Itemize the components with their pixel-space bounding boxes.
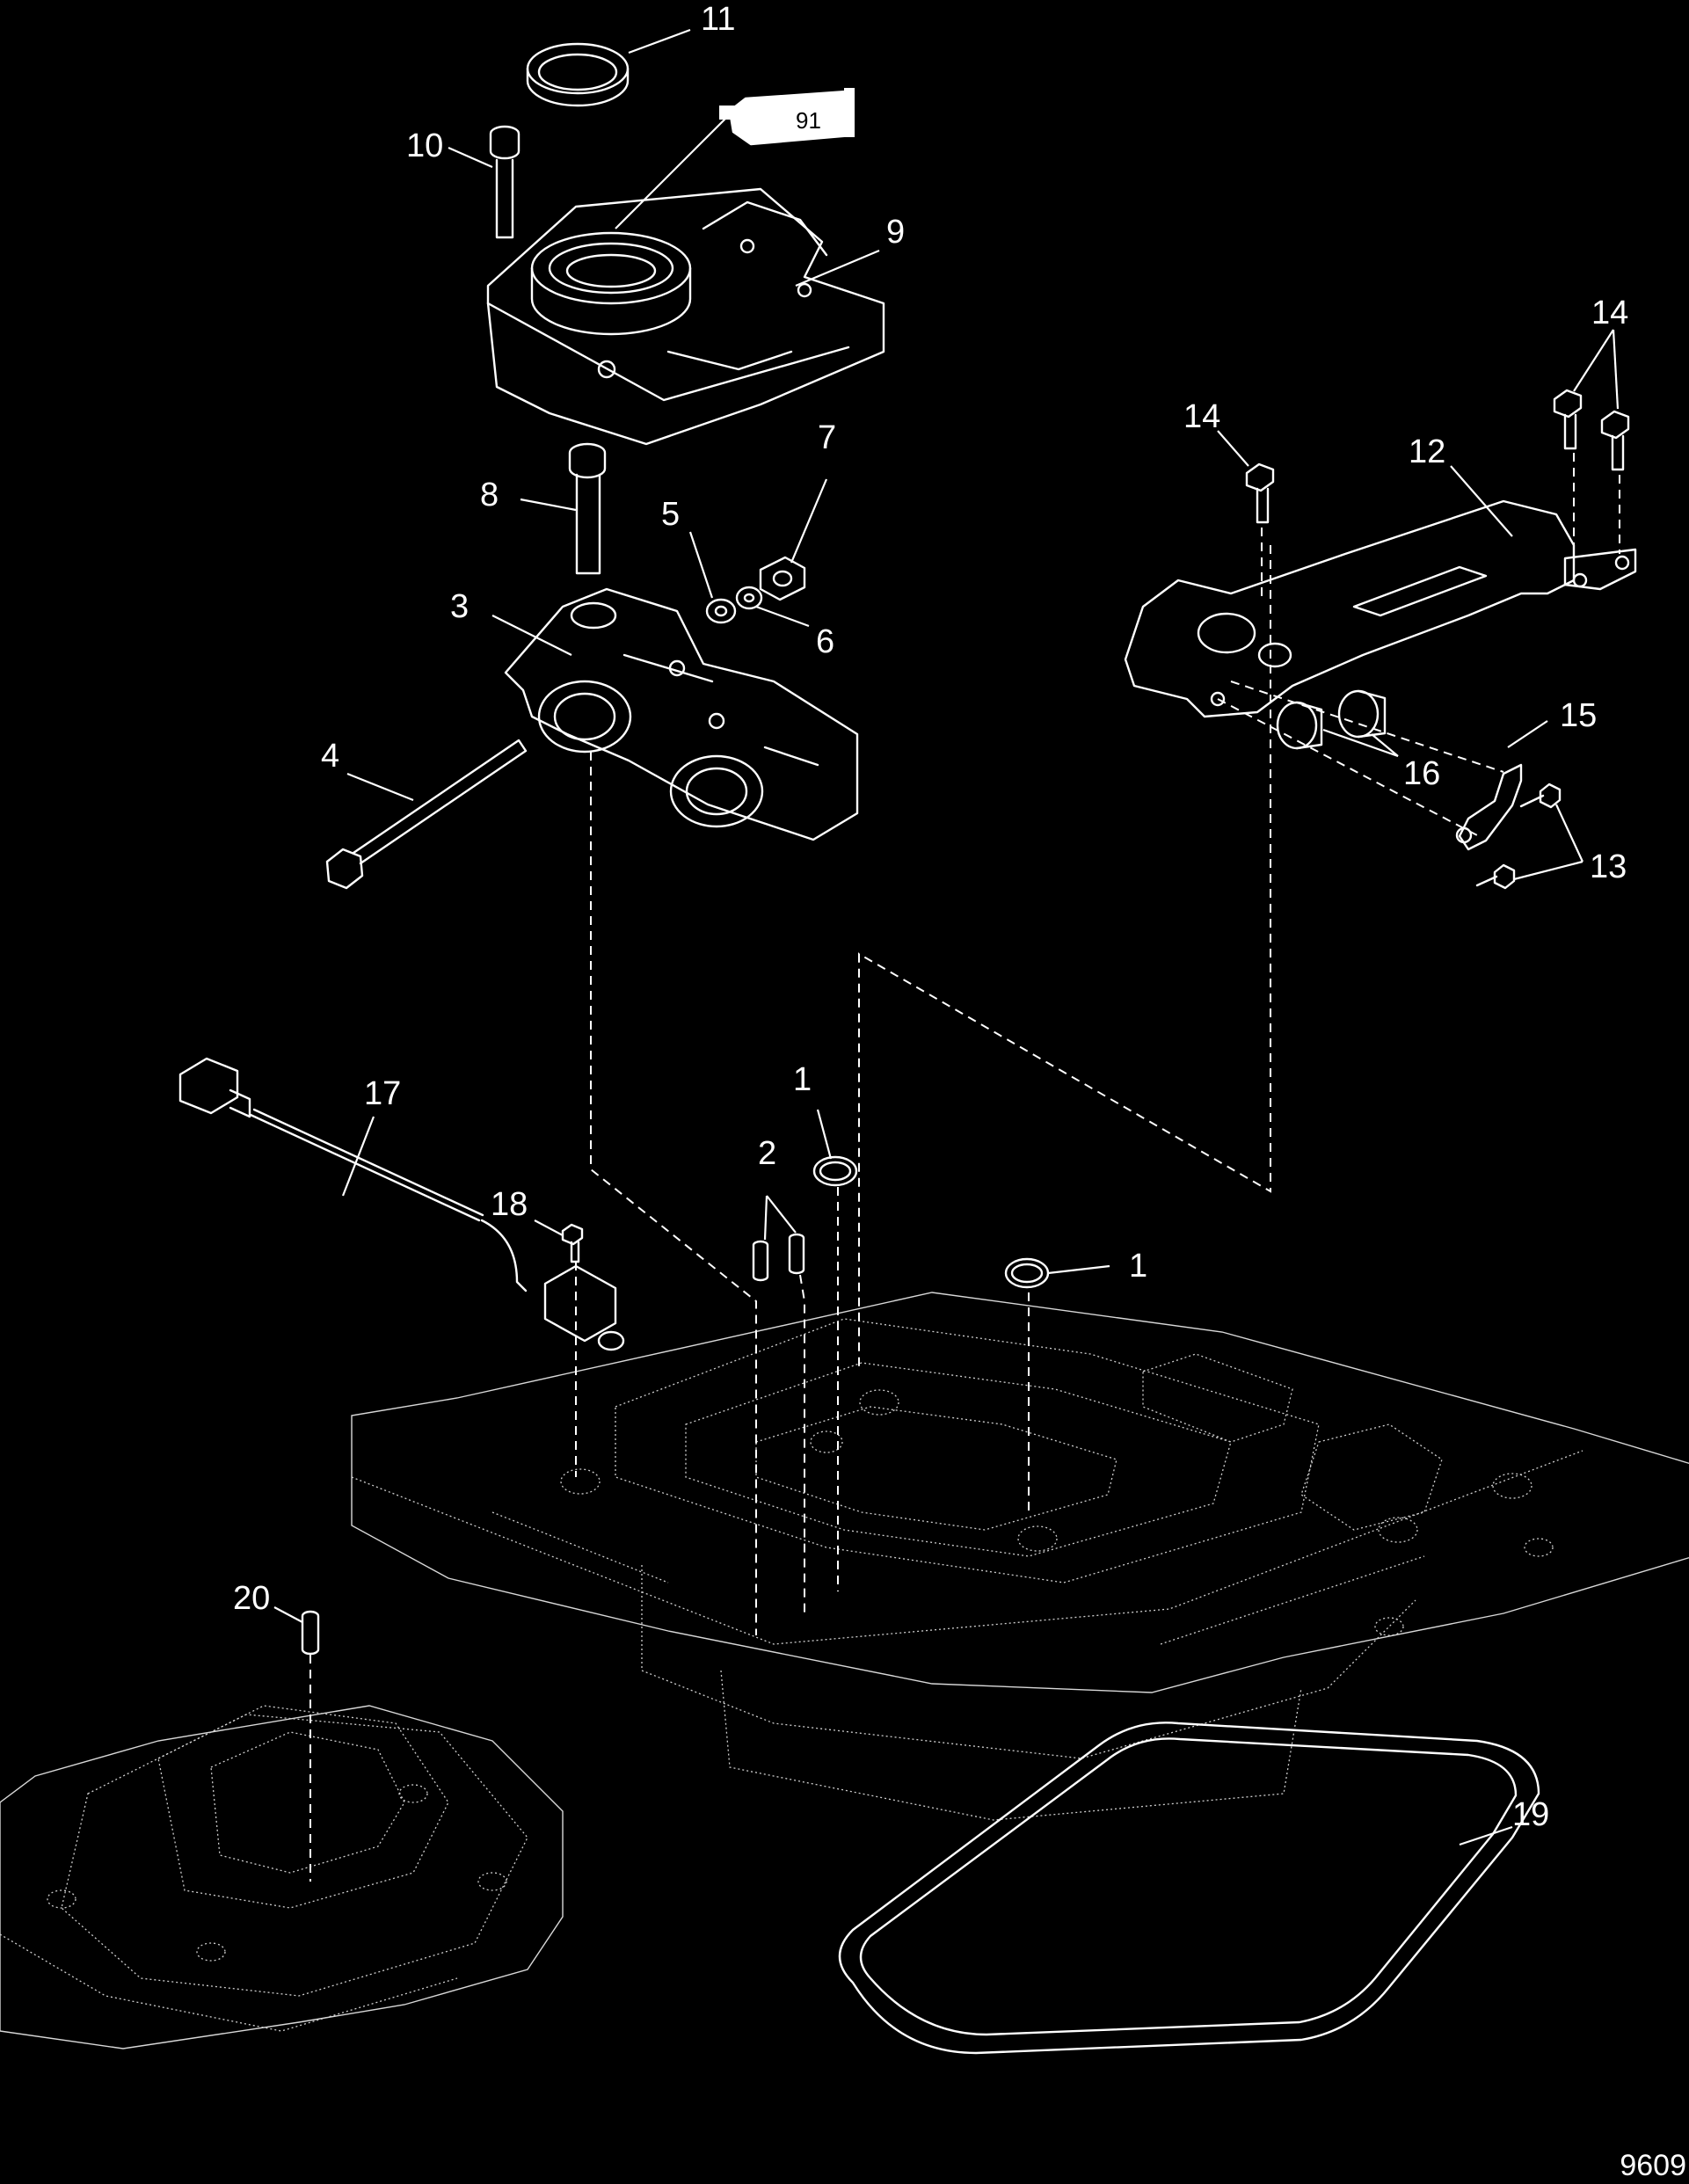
sealant-code-label: 91: [796, 107, 821, 134]
callout-19: 19: [1512, 1796, 1549, 1833]
steering-arm-part-12: [1124, 499, 1637, 718]
callout-12: 12: [1409, 433, 1445, 470]
screws-part-13: [1475, 783, 1562, 890]
alignment-lines: [309, 453, 1620, 1882]
callout-15: 15: [1560, 697, 1597, 734]
screw-part-14-right-a: [1553, 389, 1583, 450]
pin-part-20: [301, 1610, 320, 1656]
callout-11: 11: [701, 1, 735, 38]
o-ring-part-1-lower: [1004, 1257, 1050, 1289]
callout-13: 13: [1590, 848, 1627, 885]
callout-labels: 11 10 9 8 7 5 6 3 4 14 14 12 15 16 13 17…: [233, 1, 1628, 1833]
callout-16: 16: [1403, 755, 1440, 792]
callout-17: 17: [364, 1075, 401, 1112]
mount-housing-part-3: [504, 587, 859, 841]
bushings-part-16: [1276, 689, 1387, 750]
figure-reference-number: 9609: [1620, 2149, 1686, 2182]
nut-part-7: [759, 556, 806, 601]
callout-20: 20: [233, 1580, 270, 1617]
cover-plate-part-9: [486, 187, 885, 446]
callout-5: 5: [661, 496, 680, 533]
lower-assembly-ghost: [0, 1705, 564, 2049]
callout-10: 10: [406, 127, 443, 164]
bracket-part-15: [1455, 763, 1523, 851]
callout-7: 7: [818, 419, 836, 456]
callout-4: 4: [321, 738, 339, 775]
callout-2: 2: [758, 1135, 776, 1172]
seal-ring-part-11: [526, 42, 630, 107]
callout-6: 6: [816, 623, 834, 660]
callout-1-upper: 1: [793, 1061, 812, 1098]
dowel-pins-part-2: [752, 1233, 805, 1282]
callout-8: 8: [480, 477, 499, 513]
callout-1-lower: 1: [1129, 1248, 1147, 1285]
washer-part-5: [705, 598, 737, 624]
screw-part-14-left: [1245, 462, 1275, 524]
callout-14-left: 14: [1183, 398, 1220, 435]
bolt-part-8: [568, 442, 607, 575]
callout-9: 9: [886, 214, 905, 251]
bolt-part-10: [489, 125, 521, 239]
callout-18: 18: [491, 1186, 528, 1223]
through-bolt-part-4: [325, 739, 528, 890]
callout-3: 3: [450, 588, 469, 625]
callout-14-right: 14: [1591, 295, 1628, 331]
washer-part-6: [735, 586, 763, 610]
o-ring-part-1-upper: [812, 1155, 858, 1187]
leader-lines: [273, 28, 1620, 1846]
gasket-part-19: [838, 1722, 1540, 2055]
sealant-tube-91: 91: [719, 88, 855, 146]
adaptor-plate-ghost: [351, 1292, 1689, 1821]
screw-part-18: [561, 1223, 584, 1263]
screw-part-14-right-b: [1600, 410, 1630, 471]
sensor-harness-part-17: [178, 1057, 625, 1351]
